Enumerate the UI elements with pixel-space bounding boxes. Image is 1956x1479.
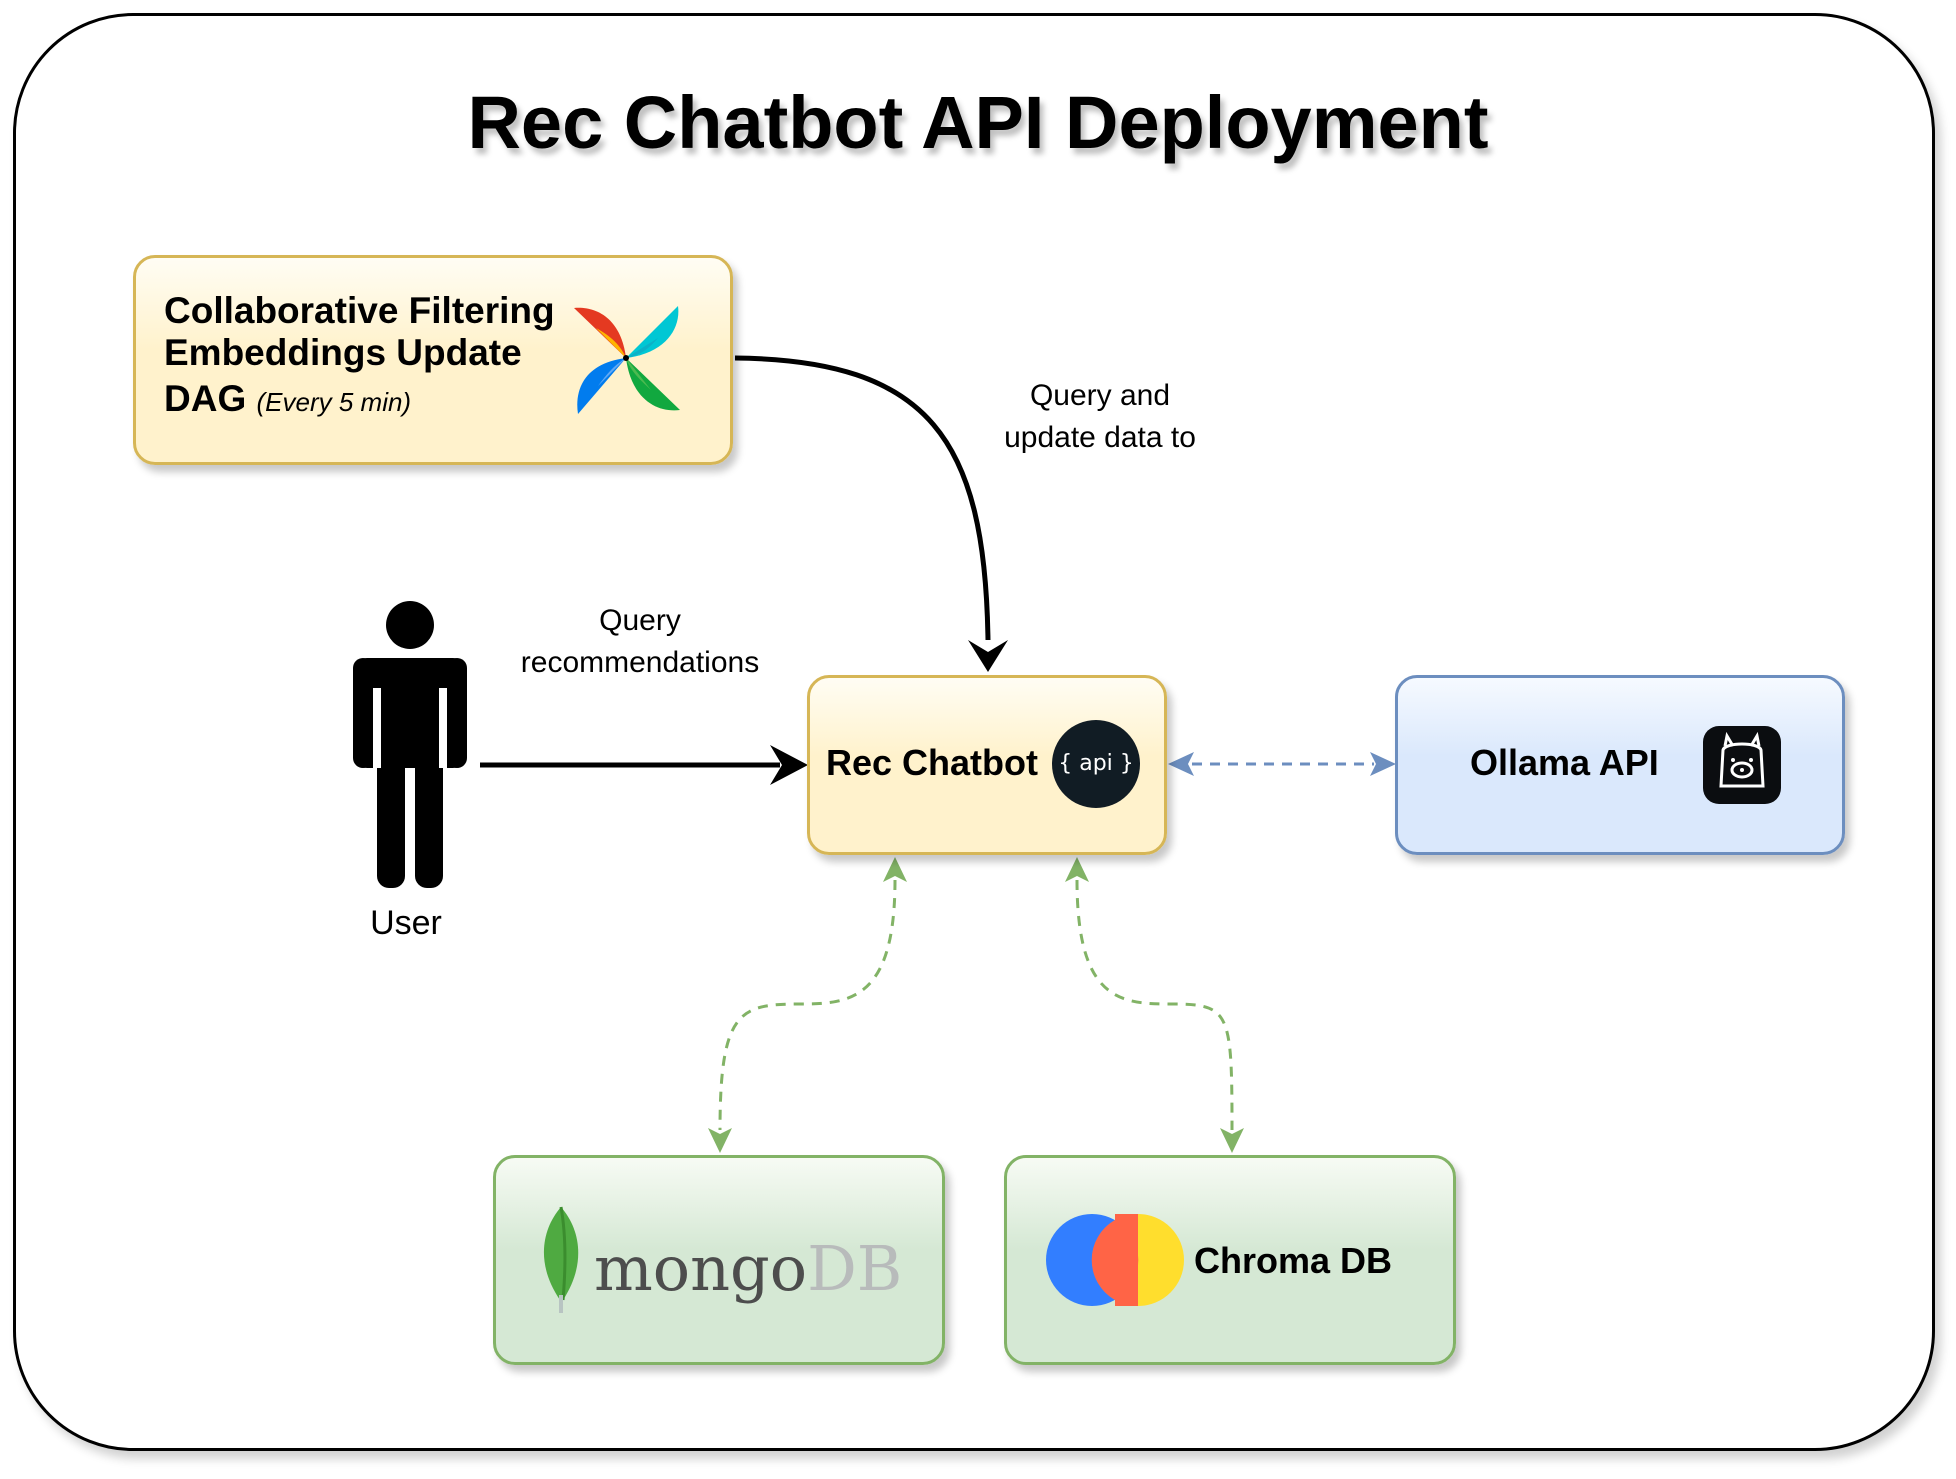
dag-schedule: (Every 5 min) (256, 387, 412, 417)
chatbot-mongodb-edge (718, 879, 897, 1131)
llama-glyph (1719, 731, 1765, 788)
dag-line3-wrapper: DAG (Every 5 min) (164, 378, 584, 423)
chatbot-mongodb-arrowhead-bottom (708, 1128, 732, 1153)
user-label: User (370, 904, 442, 942)
mongodb-box[interactable] (493, 1155, 945, 1365)
dag-edge-label-line2: update data to (1004, 421, 1196, 454)
chatbot-mongodb-arrowhead-top (883, 857, 907, 882)
airflow-pinwheel-icon (574, 306, 680, 414)
dag-line3: DAG (164, 378, 247, 419)
chatbot-ollama-arrowhead-left (1168, 752, 1194, 776)
dag-to-chatbot-edge (734, 355, 991, 641)
dag-to-chatbot-arrowhead (968, 640, 1008, 672)
dag-edge-label: Query and update data to (960, 375, 1240, 459)
person-icon (353, 601, 467, 888)
api-badge-icon: { api } (1052, 720, 1140, 808)
diagram-title: Rec Chatbot API Deployment (467, 81, 1489, 164)
dag-line2: Embeddings Update (164, 332, 522, 373)
chatbot-ollama-arrowhead-right (1370, 752, 1396, 776)
chroma-icon (1046, 1214, 1184, 1306)
dag-box-text: Collaborative Filtering Embeddings Updat… (164, 290, 584, 423)
dag-edge-label-line1: Query and (1029, 379, 1171, 412)
mongodb-word-mongo: mongo (594, 1232, 808, 1305)
chatbot-chroma-arrowhead-top (1065, 857, 1089, 882)
chroma-label: Chroma DB (1194, 1240, 1393, 1281)
chatbot-chroma-edge (1075, 879, 1234, 1131)
user-edge-label: Query recommendations (495, 600, 785, 684)
api-badge-text: { api } (1058, 751, 1134, 776)
mongodb-word-db: DB (807, 1232, 903, 1305)
llama-icon (1703, 726, 1781, 804)
dag-line1: Collaborative Filtering (164, 290, 555, 331)
leaf-icon (543, 1206, 579, 1313)
chatbot-chroma-arrowhead-bottom (1220, 1128, 1244, 1153)
dag-box[interactable] (133, 255, 733, 465)
ollama-label: Ollama API (1470, 742, 1659, 783)
chatbot-label: Rec Chatbot (826, 742, 1039, 783)
chatbot-box[interactable] (807, 675, 1167, 855)
user-edge-label-line2: recommendations (520, 646, 760, 679)
user-edge-label-line1: Query (599, 604, 681, 637)
user-to-chatbot-arrowhead (770, 745, 808, 785)
mongodb-wordmark: mongoDB (594, 1232, 902, 1305)
